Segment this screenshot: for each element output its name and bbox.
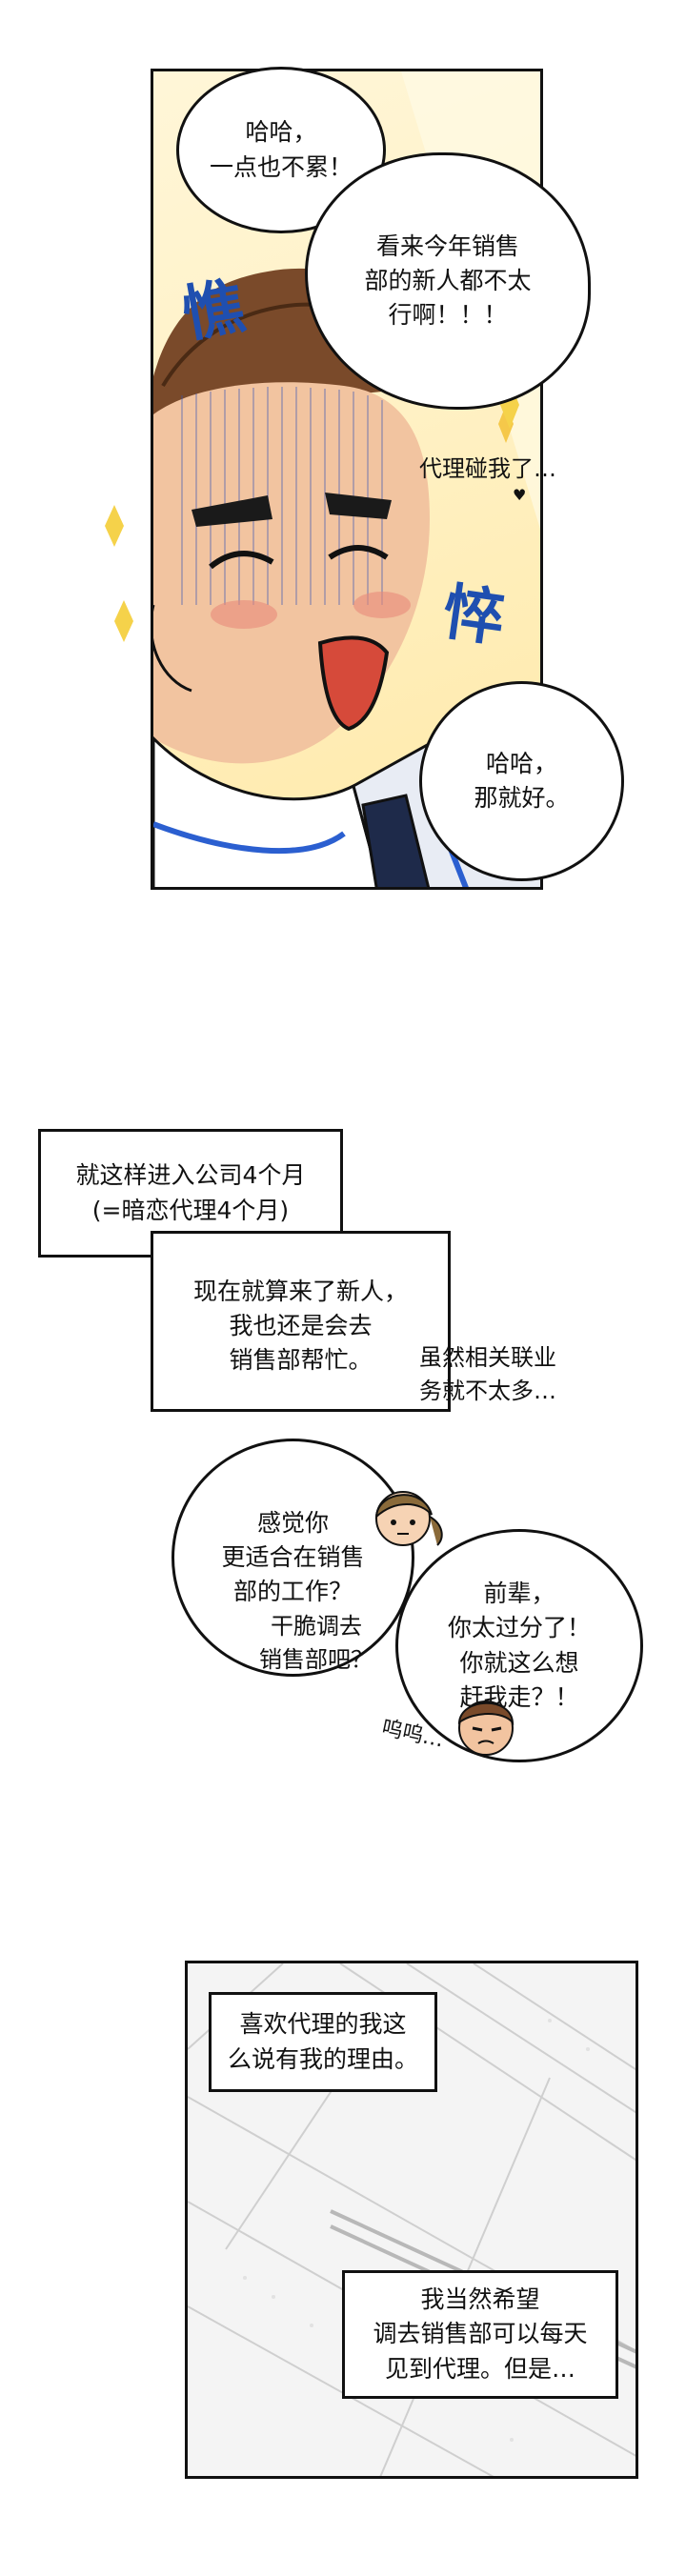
caption-box-2: 现在就算来了新人， 我也还是会去 销售部帮忙。 [151, 1231, 451, 1412]
speech-bubble-left: 感觉你 更适合在销售 部的工作？ [172, 1439, 414, 1677]
speech-bubble-right: 前辈， 你太过分了！ 你就这么想 赶我走？！ [395, 1529, 643, 1762]
speech-bubble-left-text: 感觉你 更适合在销售 部的工作？ [221, 1508, 365, 1606]
speech-bubble-bottom: 哈哈， 那就好。 [419, 681, 624, 881]
panel-3: 喜欢代理的我这 么说有我的理由。 我当然希望 调去销售部可以每天 见到代理。但是… [185, 1961, 638, 2479]
chibi-head-female [374, 1491, 443, 1546]
side-narration-2: 虽然相关联业 务就不太多… [419, 1344, 556, 1404]
caption-box-4: 我当然希望 调去销售部可以每天 见到代理。但是… [342, 2270, 618, 2399]
speech-bubble-big: 看来今年销售 部的新人都不太 行啊！！！ [305, 152, 591, 410]
speech-bubble-left-extra: 干脆调去 销售部吧？ [259, 1613, 373, 1673]
caption-box-3: 喜欢代理的我这 么说有我的理由。 [209, 1992, 437, 2092]
sfx-haggard-2: 悴 [438, 576, 510, 656]
sparkle-icon [105, 505, 133, 642]
side-narration: 代理碰我了… [419, 455, 556, 482]
chibi-head-male [457, 1701, 514, 1756]
heart-icon: ♥ [513, 486, 527, 504]
